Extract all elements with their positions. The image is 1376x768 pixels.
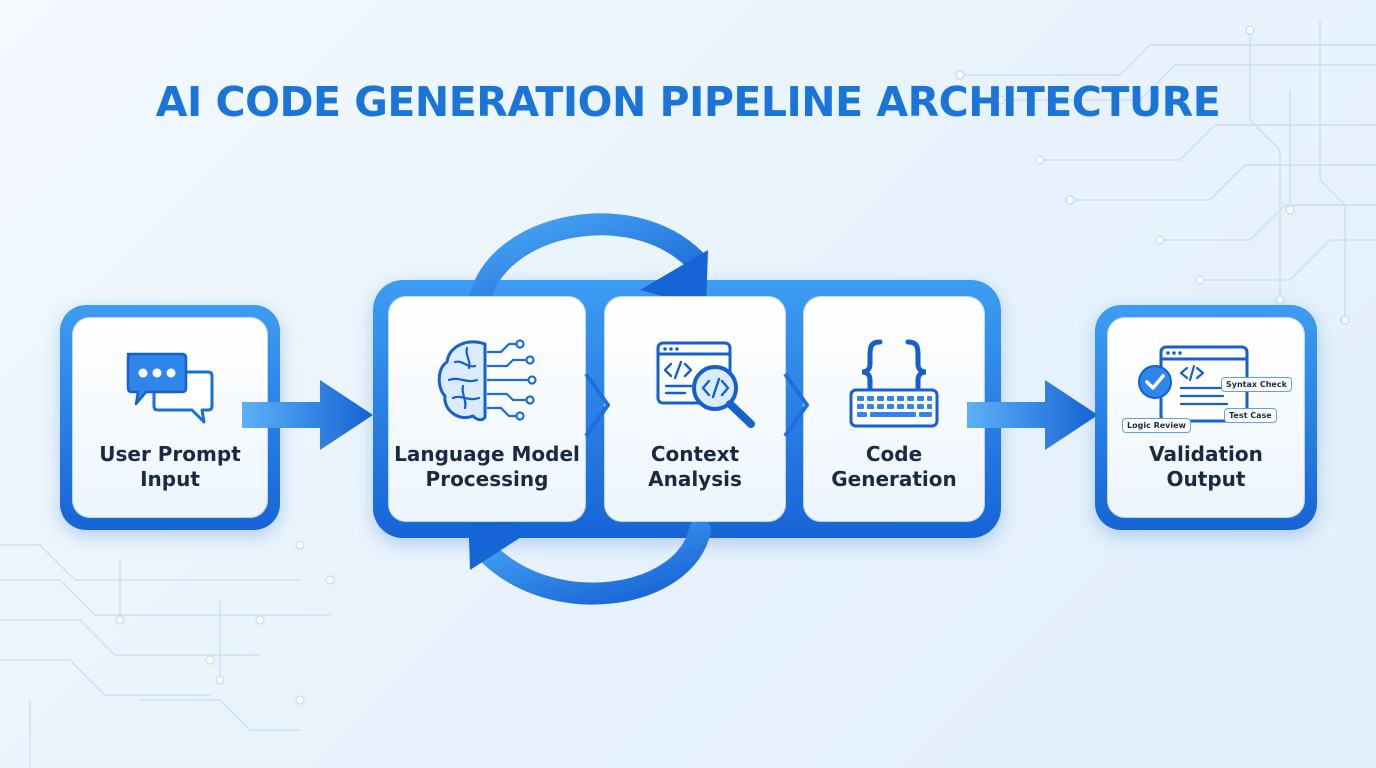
chevron-connector-1 <box>584 372 610 438</box>
brain-circuit-icon <box>437 339 537 422</box>
chevron-connector-2 <box>783 372 809 438</box>
braces-keyboard-icon <box>849 339 939 428</box>
user-prompt-node <box>60 305 280 530</box>
chat-bubbles-icon <box>126 352 214 424</box>
syntax-check-chip: Syntax Check <box>1221 377 1292 392</box>
validation-window-icon <box>1138 345 1249 423</box>
flow-arrow-1 <box>242 380 373 450</box>
flow-arrow-2 <box>967 380 1098 450</box>
page-title: AI CODE GENERATION PIPELINE ARCHITECTURE <box>155 78 1221 126</box>
context-analysis-node <box>604 296 786 522</box>
logic-review-chip: Logic Review <box>1122 418 1191 433</box>
test-case-chip: Test Case <box>1224 408 1277 423</box>
code-search-icon <box>656 341 755 428</box>
